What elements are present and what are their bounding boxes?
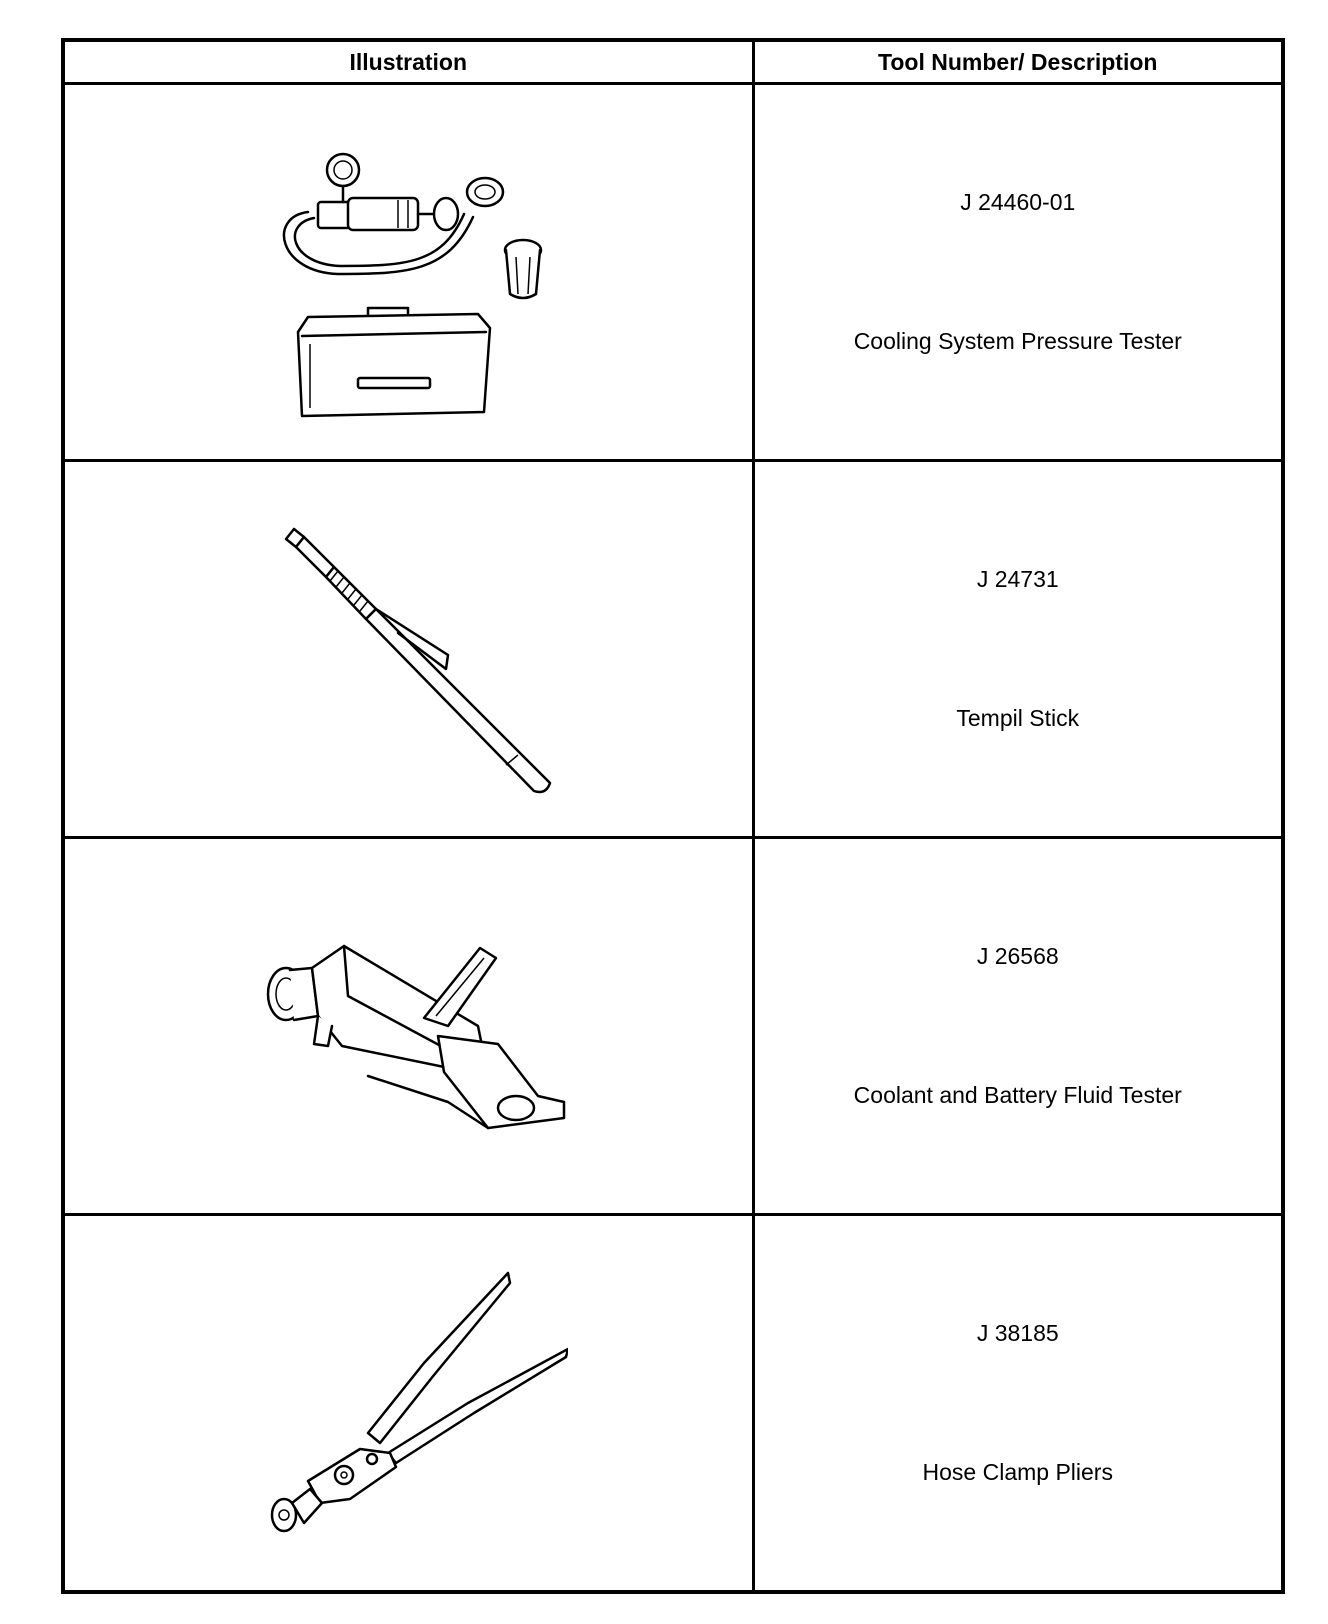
illustration-cell bbox=[61, 82, 755, 462]
illustration-cell bbox=[61, 1213, 755, 1594]
tool-cell: J 24731 Tempil Stick bbox=[751, 459, 1285, 839]
header-row: Illustration Tool Number/ Description bbox=[61, 38, 1285, 85]
tool-description: Tempil Stick bbox=[956, 705, 1080, 731]
tool-description: Cooling System Pressure Tester bbox=[853, 328, 1182, 354]
pressure-tester-icon bbox=[283, 152, 543, 418]
tool-number: J 38185 bbox=[976, 1320, 1059, 1346]
tool-number: J 24731 bbox=[976, 566, 1059, 592]
header-tool-description: Tool Number/ Description bbox=[751, 38, 1285, 85]
fluid-tester-icon bbox=[267, 944, 566, 1130]
table-row: J 24460-01 Cooling System Pressure Teste… bbox=[61, 82, 1285, 462]
tool-description: Coolant and Battery Fluid Tester bbox=[853, 1082, 1182, 1108]
tools-table: Illustration Tool Number/ Description bbox=[61, 38, 1285, 1594]
tool-cell: J 26568 Coolant and Battery Fluid Tester bbox=[751, 836, 1285, 1216]
tempil-stick-icon bbox=[285, 527, 552, 794]
tool-number: J 26568 bbox=[976, 943, 1059, 969]
illustration-cell bbox=[61, 836, 755, 1216]
hose-clamp-pliers-icon bbox=[271, 1271, 569, 1533]
tool-description: Hose Clamp Pliers bbox=[922, 1459, 1113, 1485]
illustration-cell bbox=[61, 459, 755, 839]
tool-cell: J 24460-01 Cooling System Pressure Teste… bbox=[751, 82, 1285, 462]
table-row: J 26568 Coolant and Battery Fluid Tester bbox=[61, 836, 1285, 1216]
tool-cell: J 38185 Hose Clamp Pliers bbox=[751, 1213, 1285, 1594]
tool-number: J 24460-01 bbox=[960, 189, 1076, 215]
header-illustration: Illustration bbox=[61, 38, 755, 85]
table-row: J 38185 Hose Clamp Pliers bbox=[61, 1213, 1285, 1594]
table-row: J 24731 Tempil Stick bbox=[61, 459, 1285, 839]
